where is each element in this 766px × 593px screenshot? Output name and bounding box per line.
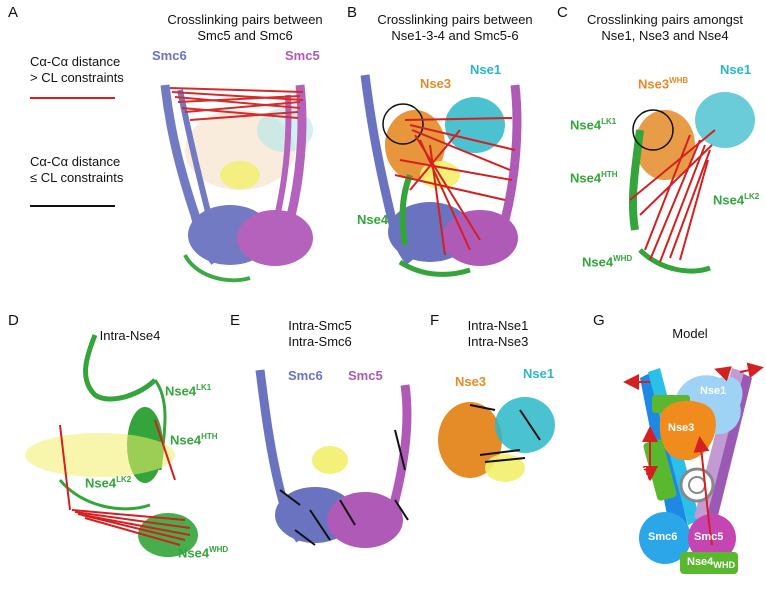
label-b-nse4: Nse4 [357,212,389,227]
label-c-nse4-lk2: Nse4LK2 [713,192,760,208]
label-f-nse3: Nse3 [455,374,487,389]
label-d-nse4-whd: Nse4WHD [178,545,229,561]
panel-label-c: C [557,4,568,21]
model-label-smc6: Smc6 [648,531,678,543]
panel-label-b: B [347,4,358,21]
label-a-smc6: Smc6 [152,48,187,63]
label-b-nse3: Nse3 [420,76,452,91]
label-f-nse1: Nse1 [523,366,555,381]
panel-e-structure [255,369,412,548]
label-d-nse4-hth: Nse4HTH [170,432,218,448]
label-d-nse4-lk1: Nse4LK1 [165,383,212,399]
panel-label-g: G [593,312,605,329]
label-c-nse1: Nse1 [720,62,752,77]
panel-d-title: Intra-Nse4 [99,328,161,343]
model-label-nse3: Nse3 [668,422,695,434]
panel-label-f: F [430,312,440,329]
panel-label-a: A [8,4,19,21]
model-label-nse4-whd: Nse4WHD [687,556,736,571]
legend-black: Cα-Cα distance≤ CL constraints [30,154,124,185]
panel-g-title: Model [672,326,708,341]
model-label-smc5: Smc5 [694,531,724,543]
label-b-nse1: Nse1 [470,62,502,77]
panel-label-d: D [8,312,19,329]
label-a-smc5: Smc5 [285,48,320,63]
panel-g-model [623,362,764,574]
panel-a-structure [160,84,313,283]
panel-label-e: E [230,312,241,329]
label-c-nse4-whd: Nse4WHD [582,254,633,270]
label-e-smc6: Smc6 [288,368,323,383]
panel-c-structure [628,92,755,274]
label-c-nse4-lk1: Nse4LK1 [570,117,617,133]
legend-red: Cα-Cα distance> CL constraints [30,54,124,85]
model-label-nse1: Nse1 [700,385,727,397]
panel-d-structure [25,334,198,557]
label-e-smc5: Smc5 [348,368,383,383]
label-d-nse4-lk2: Nse4LK2 [85,475,132,491]
label-c-nse4-hth: Nse4HTH [570,170,618,186]
panel-f-structure [438,397,555,482]
panel-b-structure [360,74,522,277]
label-c-nse3-whb: Nse3WHB [638,76,689,92]
